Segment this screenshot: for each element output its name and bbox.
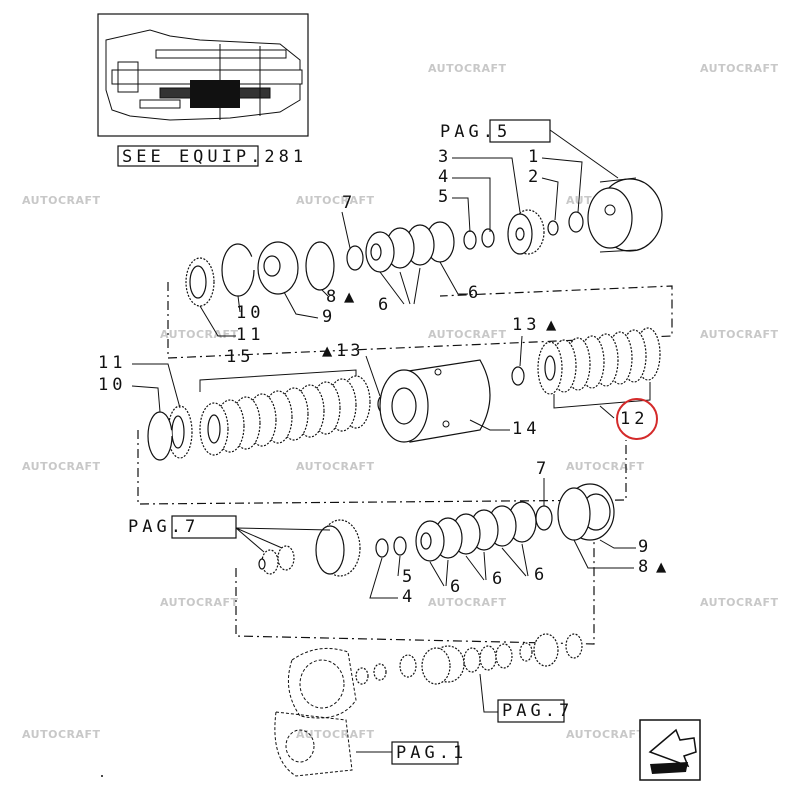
svg-text:9: 9 <box>322 307 336 327</box>
gear-3 <box>507 209 545 255</box>
svg-text:8: 8 <box>638 557 652 577</box>
ring-8 <box>305 241 335 291</box>
clutch-pack-12 <box>537 327 661 395</box>
snap-ring-7-lower <box>535 505 553 531</box>
pag5-reference[interactable]: PAG.5 <box>440 119 619 179</box>
svg-text:13: 13 <box>336 341 364 361</box>
svg-text:PAG.7: PAG.7 <box>128 517 199 537</box>
snap-ring-10-mid <box>147 411 173 461</box>
discs-6-top <box>365 221 455 273</box>
svg-text:9: 9 <box>638 537 652 557</box>
piston-9 <box>257 241 299 295</box>
svg-text:PAG.5: PAG.5 <box>440 122 511 142</box>
pag7-bottom-reference[interactable]: PAG.7 <box>479 673 573 723</box>
svg-text:6: 6 <box>450 577 464 597</box>
svg-text:6: 6 <box>468 283 482 303</box>
piston-9-lower <box>557 483 615 541</box>
svg-text:5: 5 <box>402 567 416 587</box>
top-callouts: 3 4 5 1 2 7 8 ▲ 9 10 11 6 6 <box>199 147 583 345</box>
svg-text:▲: ▲ <box>656 557 670 577</box>
ring-13-right <box>511 366 525 386</box>
svg-text:8: 8 <box>326 287 340 307</box>
pag7-left-reference[interactable]: PAG.7 <box>128 515 237 539</box>
watermark: AUTOCRAFT <box>566 460 645 473</box>
svg-text:▲: ▲ <box>546 315 560 335</box>
small-rings-1-2 <box>547 211 584 236</box>
clutch-drum-top <box>587 177 663 253</box>
svg-text:11: 11 <box>236 325 264 345</box>
watermark: AUTOCRAFT <box>428 596 507 609</box>
watermark: AUTOCRAFT <box>22 194 101 207</box>
nav-arrow-icon[interactable] <box>639 719 701 781</box>
watermark: AUTOCRAFT <box>428 62 507 75</box>
watermark: AUTOCRAFT <box>22 728 101 741</box>
svg-text:6: 6 <box>534 565 548 585</box>
watermark: AUTOCRAFT <box>160 596 239 609</box>
snap-ring-7 <box>346 245 364 271</box>
svg-text:2: 2 <box>528 167 542 187</box>
svg-text:PAG.1: PAG.1 <box>396 743 467 763</box>
svg-text:6: 6 <box>378 295 392 315</box>
watermark: AUTOCRAFT <box>566 728 645 741</box>
rings-4-5 <box>463 228 495 250</box>
svg-text:4: 4 <box>438 167 452 187</box>
watermark: AUTOCRAFT <box>296 194 375 207</box>
svg-text:13: 13 <box>512 315 540 335</box>
svg-text:11: 11 <box>98 353 126 373</box>
svg-text:7: 7 <box>536 459 550 479</box>
lower-callouts: 7 9 8 ▲ 5 4 6 6 6 <box>235 459 670 607</box>
svg-text:▲: ▲ <box>322 341 336 361</box>
group-boundary-lower <box>235 540 595 645</box>
group-boundary-middle <box>137 430 627 505</box>
svg-text:1: 1 <box>528 147 542 167</box>
svg-text:10: 10 <box>98 375 126 395</box>
svg-text:15: 15 <box>226 347 254 367</box>
svg-text:▲: ▲ <box>344 287 358 307</box>
svg-text:4: 4 <box>402 587 416 607</box>
pag1-reference[interactable]: PAG.1 <box>356 741 467 765</box>
svg-text:5: 5 <box>438 187 452 207</box>
rings-4-5-lower <box>375 536 407 558</box>
housing-bottom <box>274 633 583 777</box>
watermark: AUTOCRAFT <box>428 328 507 341</box>
discs-6-lower <box>415 501 537 562</box>
watermarks: AUTOCRAFT AUTOCRAFT AUTOCRAFT AUTOCRAFT … <box>22 62 779 741</box>
svg-text:10: 10 <box>236 303 264 323</box>
svg-text:3: 3 <box>438 147 452 167</box>
hub-14 <box>379 359 491 443</box>
svg-text:6: 6 <box>492 569 506 589</box>
middle-callouts: 11 10 15 ▲ 13 13 13 ▲ 14 12 <box>98 315 651 439</box>
gear-lower <box>258 519 361 577</box>
see-equip-reference[interactable]: SEE EQUIP.281 <box>122 147 307 167</box>
dot <box>101 775 103 777</box>
watermark: AUTOCRAFT <box>296 460 375 473</box>
svg-text:12: 12 <box>620 409 648 429</box>
transmission-thumbnail: SEE EQUIP.281 <box>97 13 309 167</box>
watermark: AUTOCRAFT <box>700 328 779 341</box>
clutch-pack-15 <box>199 375 371 456</box>
svg-text:7: 7 <box>342 193 356 213</box>
snap-ring-10 <box>221 243 255 297</box>
highlight-circle <box>616 398 658 440</box>
watermark: AUTOCRAFT <box>22 460 101 473</box>
gear-11 <box>185 257 215 307</box>
watermark: AUTOCRAFT <box>160 328 239 341</box>
watermark: AUTOCRAFT <box>700 596 779 609</box>
svg-text:PAG.7: PAG.7 <box>502 701 573 721</box>
watermark: AUTOCRAFT <box>296 728 375 741</box>
gear-11-mid <box>167 405 193 459</box>
group-boundary-top <box>167 282 673 359</box>
svg-text:14: 14 <box>512 419 540 439</box>
watermark: AUTOCRAFT <box>700 62 779 75</box>
